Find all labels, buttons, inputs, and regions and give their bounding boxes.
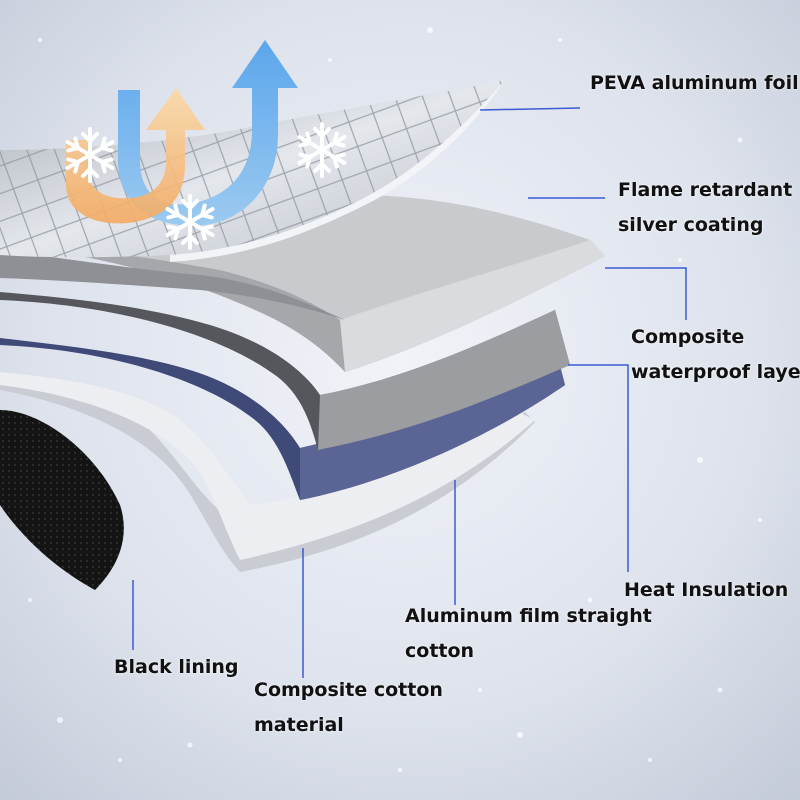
label-heat-insulation: Heat Insulation <box>624 573 788 608</box>
composite-cotton-layer <box>0 380 535 572</box>
label-waterproof-line-1: Composite <box>631 326 745 348</box>
leader-line-peva <box>479 107 581 111</box>
leader-line-insulation <box>568 364 629 572</box>
label-waterproof-line-2: waterproof layer <box>631 361 800 383</box>
label-composite-cotton: Composite cotton material <box>254 673 443 743</box>
label-cotton-line-1: Composite cotton <box>254 679 443 701</box>
leader-lines <box>132 107 687 678</box>
black-lining-layer <box>0 410 124 590</box>
aluminum-film-cotton-layer <box>0 372 535 560</box>
label-cotton-line-2: material <box>254 714 344 736</box>
flame-retardant-face <box>0 195 590 320</box>
label-flame-line-1: Flame retardant <box>618 179 793 201</box>
label-waterproof: Composite waterproof layer <box>631 320 800 390</box>
label-peva-line-1: PEVA aluminum foil <box>590 72 799 94</box>
label-black-lining: Black lining <box>114 650 239 685</box>
heat-up-arrow-icon <box>66 88 205 224</box>
leader-line-waterproof <box>605 267 687 320</box>
label-peva-foil: PEVA aluminum foil <box>590 66 799 101</box>
waterproof-edge <box>318 310 570 450</box>
label-film-line-2: cotton <box>405 640 475 662</box>
label-flame-line-2: silver coating <box>618 214 764 236</box>
label-insulation-line-1: Heat Insulation <box>624 579 789 601</box>
snow-particles <box>28 27 762 772</box>
silver-band <box>0 250 345 320</box>
label-flame-retardant: Flame retardant silver coating <box>618 173 792 243</box>
label-lining-line-1: Black lining <box>114 656 239 678</box>
cold-u-arrow-icon <box>118 40 298 226</box>
label-aluminum-film: Aluminum film straight cotton <box>405 599 652 669</box>
label-film-line-1: Aluminum film straight <box>405 605 652 627</box>
flame-retardant-edge <box>340 240 605 372</box>
